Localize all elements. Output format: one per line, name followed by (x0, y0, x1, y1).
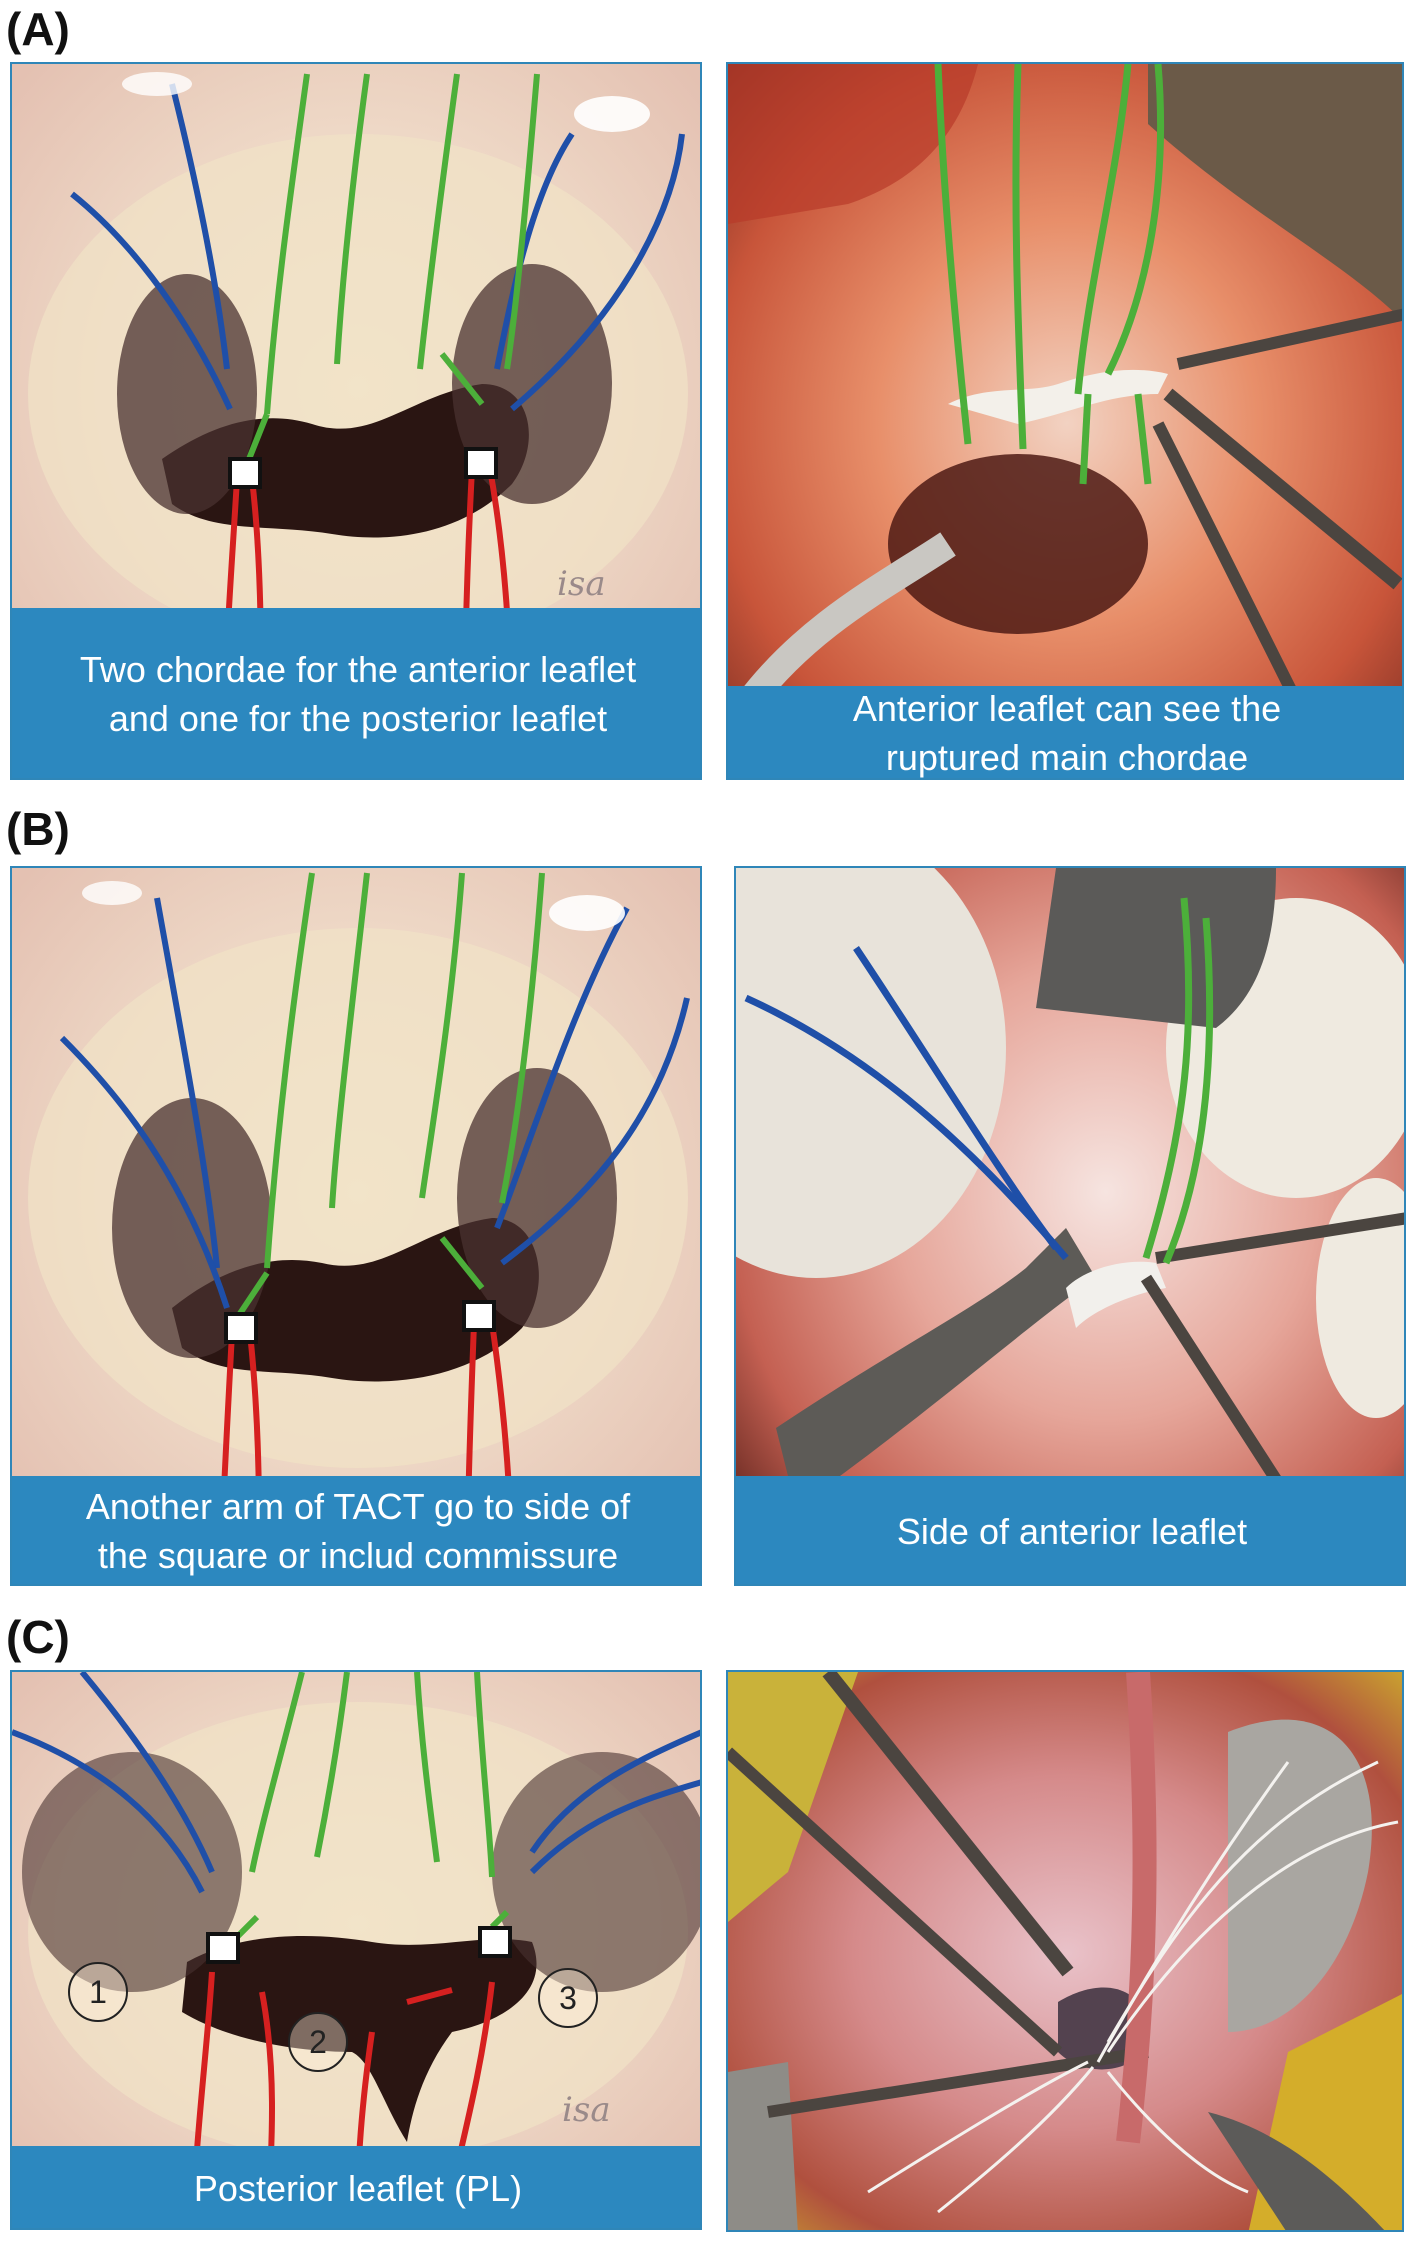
valve-drawing-b (12, 868, 700, 1584)
illustration-a: isa Two chordae for the anterior leaflet… (10, 62, 702, 780)
caption-a-left: Two chordae for the anterior leaflet and… (12, 608, 700, 778)
photo-b: Side of anterior leaflet (734, 866, 1406, 1586)
photo-c (726, 1670, 1404, 2232)
illustration-b: Another arm of TACT go to side of the sq… (10, 866, 702, 1586)
caption-a-right: Anterior leaflet can see the ruptured ma… (728, 686, 1402, 778)
artist-signature-c: isa (562, 2090, 611, 2130)
caption-b-right: Side of anterior leaflet (736, 1476, 1404, 1584)
section-label-b: (B) (6, 803, 70, 855)
illustration-c: 1 2 3 isa Posterior leaflet (PL) (10, 1670, 702, 2230)
caption-c-left: Posterior leaflet (PL) (12, 2146, 700, 2228)
surgical-photo-c (728, 1672, 1402, 2230)
segment-marker-3: 3 (538, 1968, 598, 2028)
segment-marker-2: 2 (288, 2012, 348, 2072)
caption-b-left: Another arm of TACT go to side of the sq… (12, 1476, 700, 1584)
segment-marker-1: 1 (68, 1962, 128, 2022)
surgical-photo-a (728, 64, 1402, 778)
section-label-a: (A) (6, 3, 70, 55)
photo-a: Anterior leaflet can see the ruptured ma… (726, 62, 1404, 780)
valve-drawing-c (12, 1672, 700, 2228)
valve-drawing-a (12, 64, 700, 778)
artist-signature-a: isa (557, 564, 606, 604)
section-label-c: (C) (6, 1611, 70, 1663)
